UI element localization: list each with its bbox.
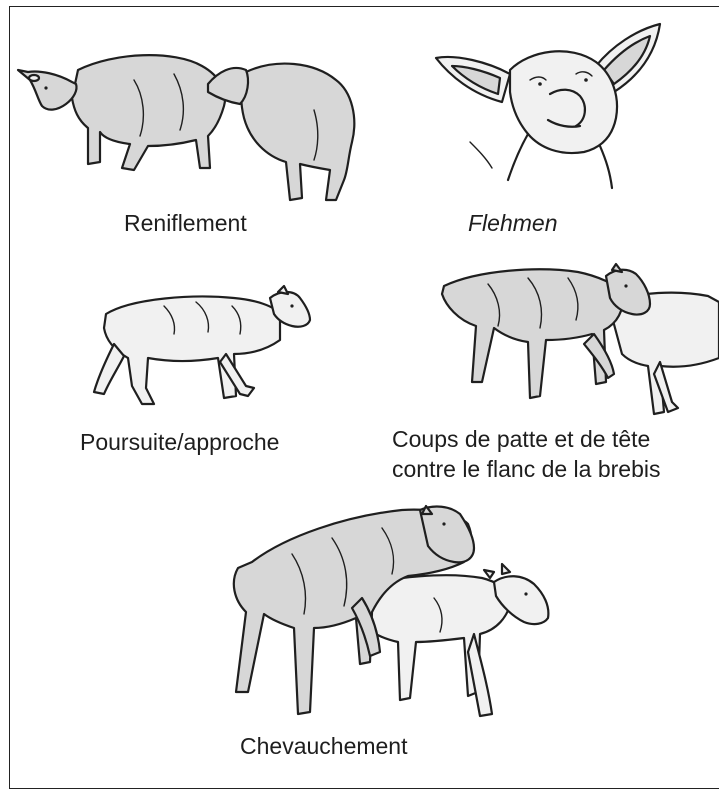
mounting-sheep-drawing bbox=[212, 502, 556, 730]
caption-sniffing: Reniflement bbox=[124, 212, 247, 235]
caption-flehmen: Flehmen bbox=[468, 212, 557, 235]
caption-mounting: Chevauchement bbox=[240, 735, 408, 758]
caption-kicking: Coups de patte et de tête contre le flan… bbox=[392, 424, 661, 484]
caption-kicking-line-1: Coups de patte et de tête bbox=[392, 424, 661, 454]
sniffing-sheep-drawing bbox=[14, 40, 364, 210]
kicking-sheep-drawing bbox=[428, 262, 719, 430]
caption-kicking-line-2: contre le flanc de la brebis bbox=[392, 454, 661, 484]
flehmen-head-drawing bbox=[430, 22, 670, 192]
pursuit-sheep-drawing bbox=[84, 288, 316, 414]
caption-pursuit: Poursuite/approche bbox=[80, 431, 279, 454]
